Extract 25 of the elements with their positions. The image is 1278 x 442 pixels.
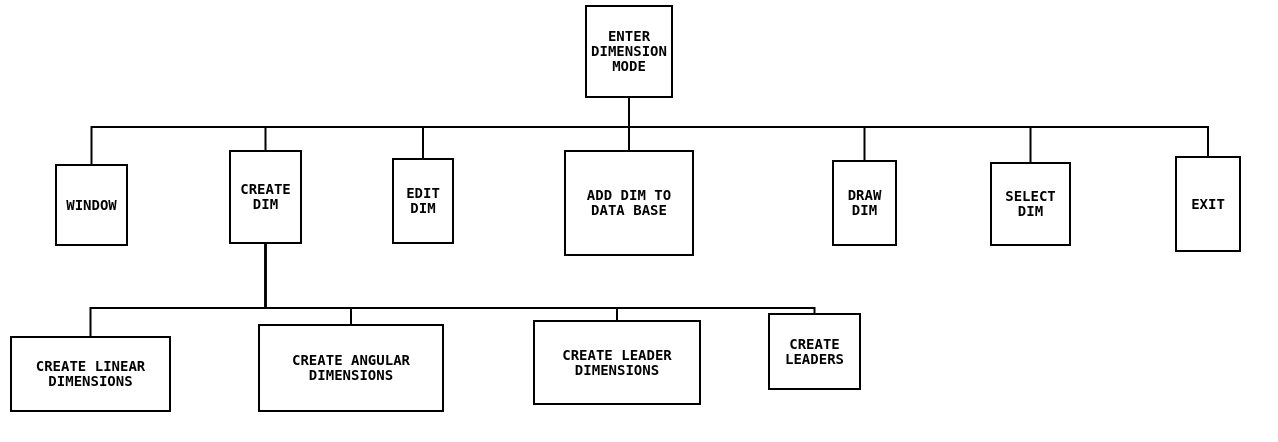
box-label: CREATE LEADERS bbox=[784, 336, 845, 367]
process-box bbox=[392, 158, 454, 244]
box-label: DRAW DIM bbox=[846, 188, 883, 218]
box-label: CREATE LINEAR DIMENSIONS bbox=[34, 359, 147, 389]
process-box bbox=[229, 150, 302, 244]
process-box bbox=[990, 162, 1071, 246]
process-box bbox=[10, 336, 171, 412]
box-label: WINDOW bbox=[66, 197, 117, 213]
box-label: CREATE DIM bbox=[239, 182, 292, 212]
box-label: SELECT DIM bbox=[1004, 189, 1057, 219]
process-box bbox=[1175, 156, 1241, 252]
box-label: ADD DIM TO DATA BASE bbox=[585, 188, 673, 218]
box-label: CREATE LEADER DIMENSIONS bbox=[561, 347, 673, 378]
box-label: EXIT bbox=[1191, 196, 1225, 212]
process-box bbox=[585, 5, 673, 98]
process-box bbox=[258, 324, 444, 412]
process-box bbox=[768, 313, 861, 390]
process-box bbox=[564, 150, 694, 256]
process-box bbox=[55, 164, 128, 246]
box-label: CREATE ANGULAR DIMENSIONS bbox=[291, 353, 411, 383]
process-box bbox=[533, 320, 701, 405]
box-label: ENTER DIMENSION MODE bbox=[591, 29, 667, 74]
process-box bbox=[832, 160, 897, 246]
connector-line bbox=[264, 243, 816, 314]
box-label: EDIT DIM bbox=[405, 186, 441, 216]
